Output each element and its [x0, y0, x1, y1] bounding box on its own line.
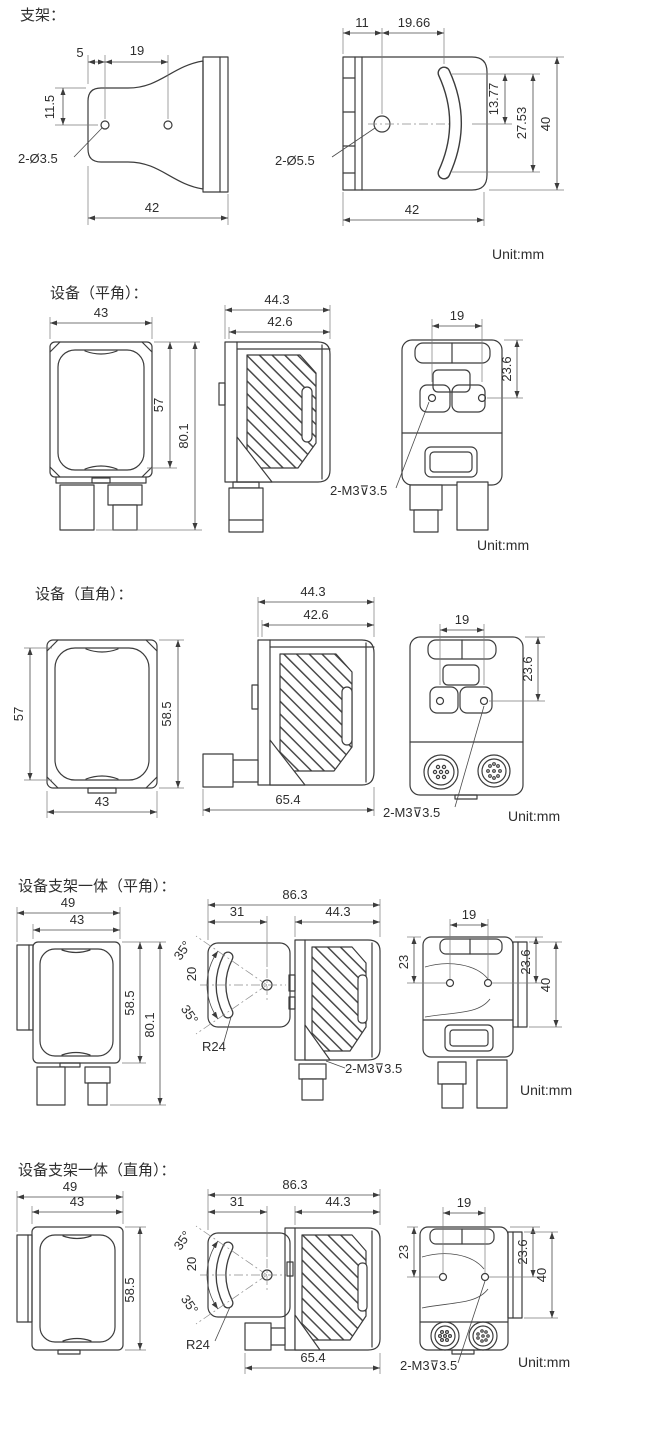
dim-label: 20: [184, 967, 199, 981]
device-flat-section: 设备（平角）： 43 57 80.1: [49, 285, 529, 553]
combo-right-rear-view: 19 23 23.6 40 2-M3⊽3.5: [396, 1195, 558, 1373]
section-title: 设备支架一体（平角）：: [18, 878, 176, 895]
dim-label: 19.66: [398, 15, 431, 30]
thread-callout: 2-M3⊽3.5: [400, 1358, 457, 1373]
hole-callout: 2-Ø3.5: [18, 151, 58, 166]
dim-label: 19: [130, 43, 144, 58]
dim-label: 43: [95, 794, 109, 809]
bracket-front-view: 5 19 11.5 2-Ø3.5 42: [18, 43, 229, 225]
device-flat-front-view: 43 57 80.1: [49, 305, 202, 531]
device-right-front-view: 57 58.5 43: [11, 639, 184, 818]
dim-label: 13.77: [486, 83, 501, 116]
combo-flat-section: 设备支架一体（平角）： 49 43 58.5 80.1: [16, 878, 572, 1109]
dim-label: 58.5: [122, 1277, 137, 1302]
dim-label: 23.6: [518, 949, 533, 974]
dim-label: 23.6: [499, 356, 514, 381]
dim-label: 44.3: [325, 904, 350, 919]
device-right-section: 设备（直角）： 57 58.5 43: [11, 584, 560, 824]
dim-label: 23.6: [520, 656, 535, 681]
dim-label: 42: [405, 202, 419, 217]
dim-label: 58.5: [159, 701, 174, 726]
unit-label: Unit:mm: [477, 537, 529, 553]
section-title: 设备（直角）：: [35, 586, 133, 603]
thread-callout: 2-M3⊽3.5: [345, 1061, 402, 1076]
dim-label: 19: [450, 308, 464, 323]
dim-label: 65.4: [275, 792, 300, 807]
dim-label: 11: [355, 15, 369, 30]
dim-label: 20: [184, 1257, 199, 1271]
dim-label: 19: [457, 1195, 471, 1210]
angle-label: 35°: [171, 938, 195, 963]
dim-label: 65.4: [300, 1350, 325, 1365]
dim-label: 43: [70, 912, 84, 927]
dim-label: 58.5: [122, 990, 137, 1015]
dim-label: 31: [230, 1194, 244, 1209]
dim-label: 11.5: [42, 95, 57, 119]
dim-label: 42.6: [267, 314, 292, 329]
thread-callout: 2-M3⊽3.5: [383, 805, 440, 820]
unit-label: Unit:mm: [508, 808, 560, 824]
angle-label: 35°: [171, 1228, 195, 1253]
dim-label: 43: [70, 1194, 84, 1209]
dim-label: 86.3: [282, 1177, 307, 1192]
dim-label: 80.1: [142, 1012, 157, 1037]
angle-label: 35°: [178, 1002, 202, 1027]
radius-label: R24: [202, 1039, 226, 1054]
dim-label: 57: [11, 707, 26, 721]
combo-right-front-view: 49 43 58.5: [16, 1179, 146, 1355]
unit-label: Unit:mm: [518, 1354, 570, 1370]
section-title: 支架：: [20, 7, 65, 24]
dim-label: 57: [151, 398, 166, 412]
dim-label: 19: [462, 907, 476, 922]
dim-label: 80.1: [176, 423, 191, 448]
dim-label: 27.53: [514, 107, 529, 140]
dim-label: 5: [76, 45, 83, 60]
combo-right-side-view: 35° 20 35° R24 86.3 31 44.3 65.4: [171, 1177, 381, 1374]
dim-label: 44.3: [300, 584, 325, 599]
device-flat-rear-view: 19 23.6 2-M3⊽3.5: [330, 308, 523, 533]
unit-label: Unit:mm: [520, 1082, 572, 1098]
unit-label: Unit:mm: [492, 246, 544, 262]
dim-label: 23.6: [515, 1239, 530, 1264]
dim-label: 44.3: [325, 1194, 350, 1209]
dim-label: 40: [538, 978, 553, 992]
radius-label: R24: [186, 1337, 210, 1352]
dim-label: 42: [145, 200, 159, 215]
dim-label: 43: [94, 305, 108, 320]
dim-label: 49: [63, 1179, 77, 1194]
device-right-side-view: 44.3 42.6 65.4: [202, 584, 375, 816]
combo-flat-front-view: 49 43 58.5 80.1: [16, 895, 166, 1106]
dim-label: 40: [538, 117, 553, 131]
dim-label: 86.3: [282, 887, 307, 902]
device-flat-side-view: 44.3 42.6: [218, 292, 331, 533]
dim-label: 23: [396, 955, 411, 969]
dim-label: 44.3: [264, 292, 289, 307]
angle-label: 35°: [178, 1292, 202, 1317]
combo-flat-side-view: 35° 20 35° R24 86.3 31 44.3 2-M3⊽3.5: [171, 887, 402, 1101]
bracket-section: 支架： 5 19 11.5 2-Ø3.5 42: [18, 7, 564, 262]
dim-label: 31: [230, 904, 244, 919]
combo-right-section: 设备支架一体（直角）： 49 43 58.5 35° 20 35° R2: [16, 1162, 570, 1374]
dim-label: 42.6: [303, 607, 328, 622]
section-title: 设备支架一体（直角）：: [18, 1162, 176, 1179]
dim-label: 23: [396, 1245, 411, 1259]
device-right-rear-view: 19 23.6 2-M3⊽3.5: [383, 612, 545, 820]
thread-callout: 2-M3⊽3.5: [330, 483, 387, 498]
dim-label: 19: [455, 612, 469, 627]
bracket-side-view: 11 19.66 13.77 27.53 40 42 2-Ø5.5: [275, 15, 564, 226]
dim-label: 40: [534, 1268, 549, 1282]
section-title: 设备（平角）：: [50, 285, 148, 302]
combo-flat-rear-view: 19 23 23.6 40: [396, 907, 562, 1109]
dim-label: 49: [61, 895, 75, 910]
hole-callout: 2-Ø5.5: [275, 153, 315, 168]
